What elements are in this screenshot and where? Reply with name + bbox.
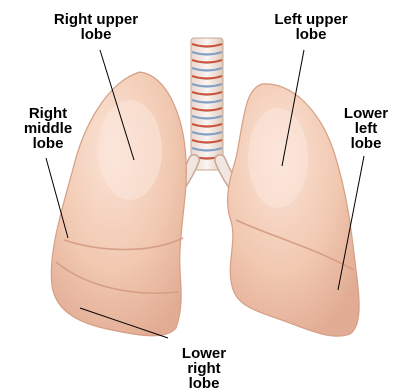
- label-lower-right-lobe: Lower right lobe: [168, 346, 240, 391]
- label-left-upper-lobe: Left upper lobe: [256, 12, 366, 42]
- label-line: lobe: [12, 136, 84, 151]
- label-line: Right upper: [36, 12, 156, 27]
- label-line: lobe: [36, 27, 156, 42]
- label-line: Left upper: [256, 12, 366, 27]
- label-line: middle: [12, 121, 84, 136]
- label-line: lobe: [336, 136, 396, 151]
- label-right-middle-lobe: Right middle lobe: [12, 106, 84, 151]
- label-right-upper-lobe: Right upper lobe: [36, 12, 156, 42]
- label-lower-left-lobe: Lower left lobe: [336, 106, 396, 151]
- label-line: Right: [12, 106, 84, 121]
- label-line: right: [168, 361, 240, 376]
- label-line: left: [336, 121, 396, 136]
- label-line: Lower: [168, 346, 240, 361]
- label-line: lobe: [256, 27, 366, 42]
- label-line: lobe: [168, 376, 240, 391]
- label-line: Lower: [336, 106, 396, 121]
